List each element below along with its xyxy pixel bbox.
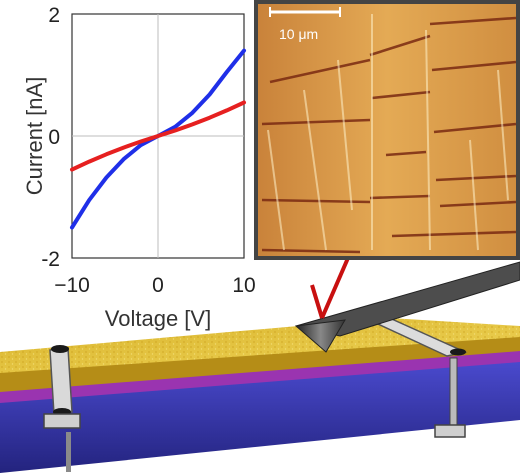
- domain-wall: [369, 194, 431, 200]
- x-tick-label: −10: [54, 274, 90, 297]
- domain-wall: [371, 90, 431, 100]
- domain-wall: [369, 34, 431, 57]
- bright-streak: [425, 29, 431, 251]
- iv-chart: 2 0 -2 −10 0 10 Voltage [V] Current [nA]: [22, 4, 256, 331]
- bright-streak: [497, 69, 509, 201]
- device-bar: [0, 318, 520, 473]
- x-tick-label: 10: [232, 274, 255, 297]
- y-tick-label: 2: [48, 4, 60, 27]
- domain-wall: [261, 248, 361, 254]
- x-axis-title: Voltage [V]: [105, 306, 211, 331]
- domain-wall: [435, 174, 517, 182]
- domain-wall: [385, 150, 427, 157]
- domain-wall: [391, 230, 517, 238]
- y-tick-label: 0: [48, 126, 60, 149]
- domain-wall: [261, 118, 371, 126]
- domain-wall: [439, 200, 517, 208]
- laser-beam: [310, 250, 354, 319]
- bright-streak: [469, 139, 479, 251]
- y-tick-label: -2: [41, 248, 60, 271]
- series-layer: [70, 48, 246, 230]
- bright-streak: [303, 89, 327, 251]
- film-texture: [0, 318, 520, 373]
- substrate-front: [0, 358, 520, 473]
- scale-bar-label: 10 μm: [279, 26, 318, 42]
- afm-tip: [294, 261, 520, 353]
- interlayer: [0, 350, 520, 403]
- bright-streak: [337, 59, 353, 211]
- afm-image: 10 μm: [254, 0, 520, 260]
- left-contact: [43, 345, 81, 472]
- film-front: [0, 336, 520, 392]
- afm-features: [261, 14, 517, 254]
- y-axis-title: Current [nA]: [22, 77, 47, 196]
- x-tick-label: 0: [152, 274, 164, 297]
- series-line-2: [70, 100, 246, 172]
- x-tick-labels: −10 0 10: [54, 274, 255, 297]
- y-tick-labels: 2 0 -2: [41, 4, 60, 271]
- domain-wall: [429, 16, 517, 26]
- domain-wall: [431, 60, 517, 72]
- bright-streak: [267, 129, 285, 251]
- domain-wall: [269, 58, 371, 84]
- scale-bar: 10 μm: [269, 7, 341, 42]
